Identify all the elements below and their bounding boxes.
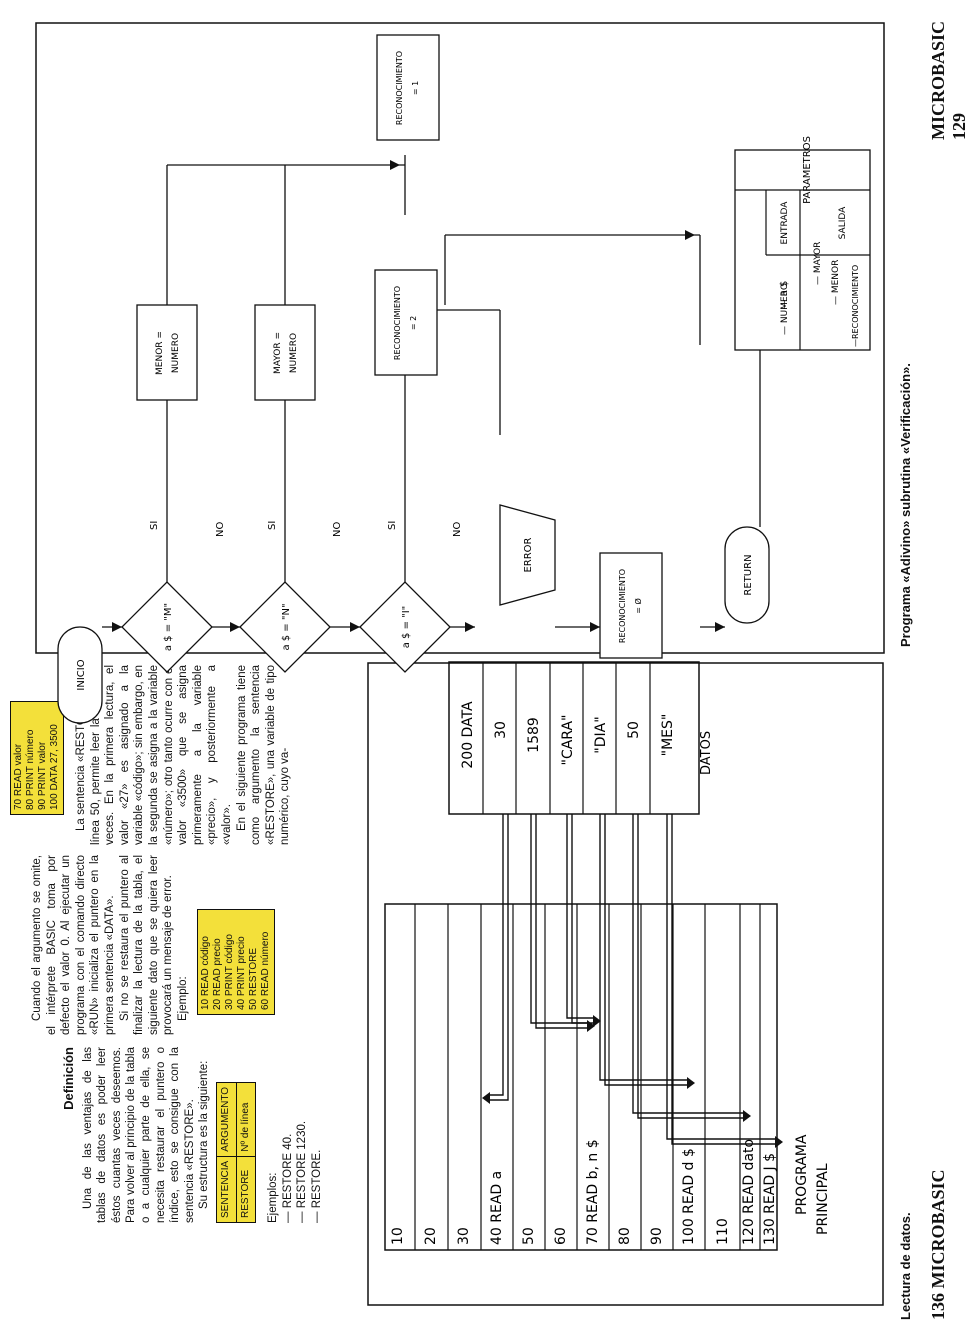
entrada-item: — NUMERO — [780, 283, 790, 335]
no-label: NO — [332, 522, 343, 537]
mayor-label: MAYOR = — [273, 332, 283, 374]
parametros-title: PARAMETROS — [802, 136, 813, 204]
program-line: 110 — [715, 1218, 731, 1245]
salida-item: — MENOR — [831, 260, 841, 305]
data-line: "CARA" — [560, 715, 576, 766]
parametros-table — [734, 149, 871, 351]
data-line: 200 DATA — [460, 701, 476, 769]
data-label: DATOS — [699, 731, 714, 775]
salida-header: SALIDA — [838, 206, 848, 239]
flowchart-frame — [35, 22, 885, 654]
data-line: "DIA" — [593, 716, 609, 753]
program-line: 70 READ b, n $ — [585, 1139, 601, 1245]
menor-numero-box — [136, 304, 198, 401]
program-line: 100 READ d $ — [681, 1148, 697, 1245]
no-label: NO — [215, 522, 226, 537]
return-label: RETURN — [743, 554, 754, 595]
salida-item: —RECONOCIMIENTO — [851, 265, 860, 347]
reconocimiento-label: = 1 — [411, 81, 420, 95]
decision-m — [121, 581, 213, 673]
data-line: 50 — [626, 721, 642, 739]
program-line: 130 READ J $ — [762, 1153, 778, 1245]
data-line: 1589 — [526, 717, 542, 753]
decision-i — [359, 581, 451, 673]
return-node — [724, 526, 770, 624]
si-label: SI — [387, 521, 398, 530]
inicio-node — [57, 626, 103, 724]
reconocimiento-2-box — [374, 269, 438, 376]
salida-item: — MAYOR — [813, 242, 823, 285]
error-label: ERROR — [523, 537, 534, 572]
entrada-item: — a $ — [779, 281, 790, 310]
program-line: 90 — [649, 1227, 665, 1245]
reconocimiento-1-box — [376, 34, 440, 141]
reconocimiento-0-box — [599, 552, 663, 659]
data-line: "MES" — [660, 714, 676, 757]
reconocimiento-label: RECONOCIMIENTO — [618, 569, 627, 643]
menor-label: MENOR = — [155, 331, 165, 375]
data-line: 30 — [493, 721, 509, 739]
program-line: 30 — [456, 1227, 472, 1245]
program-table — [384, 903, 778, 1251]
inicio-label: INICIO — [76, 659, 87, 690]
decision-m-label: a $ = "M" — [163, 603, 174, 651]
program-line: 10 — [390, 1227, 406, 1245]
reconocimiento-label: = Ø — [633, 598, 643, 614]
program-line: 120 READ dato — [741, 1139, 757, 1245]
entrada-header: ENTRADA — [780, 201, 790, 245]
decision-n — [239, 581, 331, 673]
reconocimiento-label: RECONOCIMIENTO — [395, 51, 404, 125]
error-node — [499, 504, 556, 606]
mayor-numero-box — [254, 304, 316, 401]
decision-i-label: a $ = "I" — [401, 606, 412, 649]
menor-label: NUMERO — [171, 333, 181, 373]
program-line: 40 READ a — [489, 1171, 505, 1245]
no-label: NO — [452, 522, 463, 537]
data-table — [448, 661, 700, 815]
program-label: PROGRAMA — [794, 1134, 810, 1215]
program-line: 20 — [423, 1227, 439, 1245]
si-label: SI — [267, 521, 278, 530]
mayor-label: NUMERO — [289, 333, 299, 373]
diagram-frame — [367, 662, 884, 1306]
si-label: SI — [149, 521, 160, 530]
decision-n-label: a $ = "N" — [281, 603, 292, 650]
reconocimiento-label: = 2 — [409, 316, 418, 330]
reconocimiento-label: RECONOCIMIENTO — [393, 286, 402, 360]
program-line: 60 — [553, 1227, 569, 1245]
program-label: PRINCIPAL — [815, 1163, 831, 1235]
program-line: 50 — [521, 1227, 537, 1245]
program-line: 80 — [617, 1227, 633, 1245]
